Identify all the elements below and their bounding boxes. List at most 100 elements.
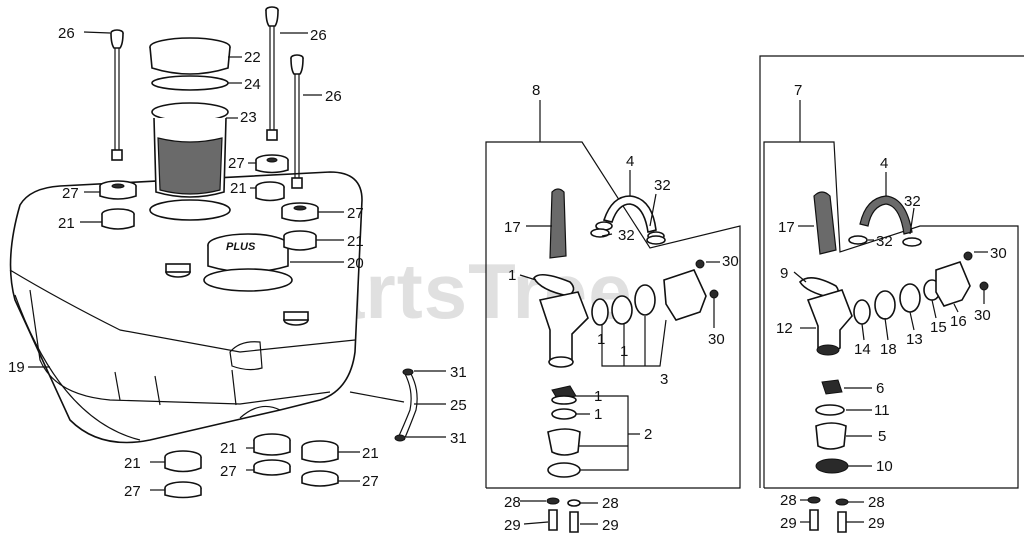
screw-30-top xyxy=(695,259,705,269)
label-27: 27 xyxy=(62,185,79,202)
label-26: 26 xyxy=(310,27,327,44)
o-ring-2 xyxy=(551,408,577,420)
disc-18 xyxy=(874,290,896,320)
strainer-screen xyxy=(813,191,837,255)
label-2: 2 xyxy=(644,426,652,443)
label-7: 7 xyxy=(794,82,802,99)
label-28: 28 xyxy=(868,494,885,511)
grommet-27-right xyxy=(281,202,319,222)
clip-32-left xyxy=(590,228,610,238)
label-18: 18 xyxy=(880,341,897,358)
label-3: 3 xyxy=(660,371,668,388)
clip-32-right xyxy=(646,235,666,245)
bolt-29-b xyxy=(837,511,847,533)
washer-28-a xyxy=(546,497,560,505)
nut-6 xyxy=(821,379,843,395)
cock-plate xyxy=(663,269,707,321)
grommet-27-bottom-b xyxy=(253,459,291,476)
grommet-27-bottom-a xyxy=(164,481,202,499)
label-21: 21 xyxy=(230,180,247,197)
label-27: 27 xyxy=(362,473,379,490)
label-21: 21 xyxy=(362,445,379,462)
label-27: 27 xyxy=(124,483,141,500)
bolt-29-b xyxy=(569,511,579,533)
label-14: 14 xyxy=(854,341,871,358)
label-21: 21 xyxy=(347,233,364,250)
label-29: 29 xyxy=(868,515,885,532)
label-4: 4 xyxy=(880,155,888,172)
label-25: 25 xyxy=(450,397,467,414)
fuel-cap xyxy=(149,37,231,75)
label-29: 29 xyxy=(602,517,619,534)
tank-emblem: PLUS xyxy=(226,241,256,253)
labels-middle: 8 4 32 32 17 1 30 30 1 1 3 1 1 2 28 28 2… xyxy=(504,82,739,534)
label-26: 26 xyxy=(325,88,342,105)
label-32: 32 xyxy=(876,233,893,250)
label-20: 20 xyxy=(347,255,364,272)
plate-16 xyxy=(935,261,971,307)
label-1: 1 xyxy=(508,267,516,284)
label-16: 16 xyxy=(950,313,967,330)
label-32: 32 xyxy=(904,193,921,210)
label-28: 28 xyxy=(602,495,619,512)
grommet-27-left xyxy=(99,180,137,200)
grommet-21-right xyxy=(283,230,317,251)
label-30: 30 xyxy=(990,245,1007,262)
label-1: 1 xyxy=(597,331,605,348)
label-27: 27 xyxy=(228,155,245,172)
bolt-29-a xyxy=(809,509,819,531)
fuel-tank-group: PLUS xyxy=(9,6,446,499)
grommet-21-bottom-b xyxy=(253,433,291,456)
hose-clip-top xyxy=(402,368,414,376)
label-29: 29 xyxy=(504,517,521,534)
label-31: 31 xyxy=(450,430,467,447)
label-29: 29 xyxy=(780,515,797,532)
label-1: 1 xyxy=(594,406,602,423)
clip-32-right xyxy=(902,237,922,247)
dipstick-rod-middle xyxy=(265,6,279,141)
label-30: 30 xyxy=(974,307,991,324)
label-23: 23 xyxy=(240,109,257,126)
label-21: 21 xyxy=(220,440,237,457)
o-ring-1 xyxy=(551,395,577,405)
screw-30-bottom xyxy=(979,281,989,291)
label-17: 17 xyxy=(778,219,795,236)
disc-14 xyxy=(853,299,871,325)
label-21: 21 xyxy=(58,215,75,232)
cock-gasket xyxy=(533,274,575,297)
grommet-21-left xyxy=(101,208,135,230)
clip-32-left xyxy=(848,235,868,245)
labels-left: 26 26 26 22 24 23 27 21 27 21 27 21 20 1… xyxy=(8,25,467,500)
grommet-21-bottom-a xyxy=(164,450,202,473)
label-17: 17 xyxy=(504,219,521,236)
cap-gasket xyxy=(151,75,229,91)
label-10: 10 xyxy=(876,458,893,475)
label-26: 26 xyxy=(58,25,75,42)
disc-13 xyxy=(899,283,921,313)
label-13: 13 xyxy=(906,331,923,348)
cup-ring xyxy=(547,462,581,478)
label-1: 1 xyxy=(620,343,628,360)
label-4: 4 xyxy=(626,153,634,170)
fuel-pipe xyxy=(859,195,913,235)
sediment-cup xyxy=(547,428,581,456)
label-19: 19 xyxy=(8,359,25,376)
washer-28-b xyxy=(835,498,849,506)
label-30: 30 xyxy=(708,331,725,348)
label-30: 30 xyxy=(722,253,739,270)
grommet-27-middle xyxy=(255,154,289,174)
cock-disc-c xyxy=(634,284,656,316)
label-21: 21 xyxy=(124,455,141,472)
screw-30-bottom xyxy=(709,289,719,299)
dipstick-rod-left xyxy=(110,29,124,161)
label-31: 31 xyxy=(450,364,467,381)
o-ring-11 xyxy=(815,404,845,416)
fuel-hose xyxy=(397,371,412,439)
fuel-cock-assembly-7 xyxy=(759,55,1024,533)
grommet-21-middle xyxy=(255,181,285,202)
ring-10 xyxy=(815,458,849,474)
label-27: 27 xyxy=(220,463,237,480)
hose-clip-bottom xyxy=(394,434,406,442)
washer-28-a xyxy=(807,496,821,504)
